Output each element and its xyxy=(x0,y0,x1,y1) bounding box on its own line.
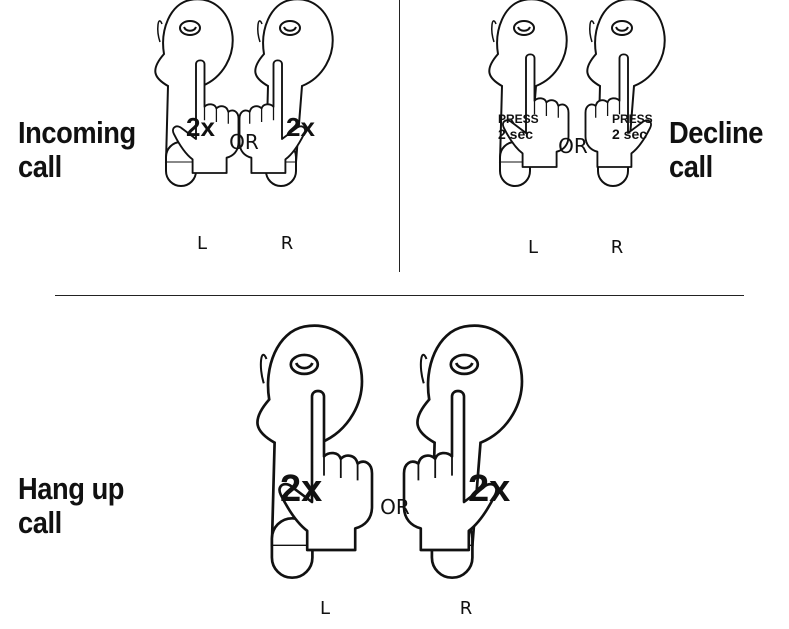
decline-right-press-line2: 2 sec xyxy=(612,126,647,142)
incoming-or-label: OR xyxy=(229,130,259,154)
hangup-left-tap-text: 2x xyxy=(280,468,322,510)
vertical-divider xyxy=(399,0,400,272)
incoming-right-label: R xyxy=(280,233,294,254)
decline-title-line1: Decline xyxy=(669,115,763,150)
incoming-left-label: L xyxy=(196,233,208,254)
incoming-right-earbud-illustration: 2x xyxy=(238,0,334,187)
decline-left-earbud-illustration: PRESS 2 sec xyxy=(488,0,570,187)
hangup-right-earbud-illustration: 2x xyxy=(402,324,524,580)
hangup-or-label: OR xyxy=(380,495,410,519)
hangup-left-label: L xyxy=(319,598,331,619)
hangup-call-heading: Hang up call xyxy=(18,472,124,540)
decline-right-press-line1: PRESS xyxy=(612,112,653,126)
incoming-title-line2: call xyxy=(18,149,62,184)
decline-right-label: R xyxy=(610,237,624,258)
decline-left-label: L xyxy=(527,237,539,258)
incoming-title-line1: Incoming xyxy=(18,115,136,150)
incoming-left-tap-text: 2x xyxy=(186,112,215,142)
incoming-left-earbud-illustration: 2x xyxy=(154,0,240,187)
decline-left-press-line2: 2 sec xyxy=(498,126,533,142)
hangup-title-line1: Hang up xyxy=(18,471,125,506)
decline-title-line2: call xyxy=(669,149,713,184)
hangup-title-line2: call xyxy=(18,505,62,540)
hangup-left-earbud-illustration: 2x xyxy=(256,324,374,580)
incoming-right-tap-text: 2x xyxy=(286,112,315,142)
hangup-right-tap-text: 2x xyxy=(468,468,510,510)
incoming-call-heading: Incoming call xyxy=(18,116,136,184)
horizontal-divider xyxy=(55,295,744,296)
decline-right-earbud-illustration: PRESS 2 sec xyxy=(584,0,666,187)
hangup-right-label: R xyxy=(459,598,473,619)
decline-call-heading: Decline call xyxy=(669,116,763,184)
decline-or-label: OR xyxy=(558,134,588,158)
decline-left-press-line1: PRESS xyxy=(498,112,539,126)
